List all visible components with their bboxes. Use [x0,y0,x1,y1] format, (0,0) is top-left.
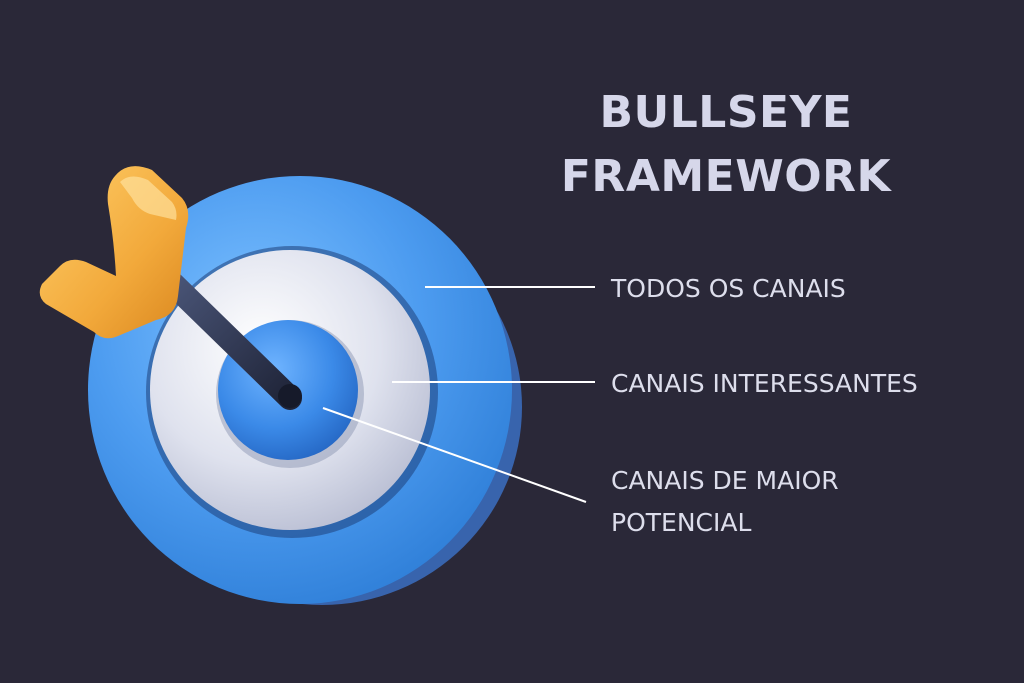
title-line-2: FRAMEWORK [560,151,892,202]
label-all-channels: TODOS OS CANAIS [611,274,846,303]
arrow-fletching-highlight [120,176,177,220]
arrow-tip-hole [278,384,302,408]
label-high-potential-channels: CANAIS DE MAIOR POTENCIAL [611,460,839,544]
leader-line-potential [322,407,587,503]
label-interesting-channels: CANAIS INTERESSANTES [611,369,918,398]
title-line-1: BULLSEYE [599,87,853,138]
label-high-potential-line-2: POTENCIAL [611,508,752,537]
arrow-shaft [160,271,302,410]
arrow-fletching-icon [39,166,189,339]
label-high-potential-line-1: CANAIS DE MAIOR [611,466,839,495]
